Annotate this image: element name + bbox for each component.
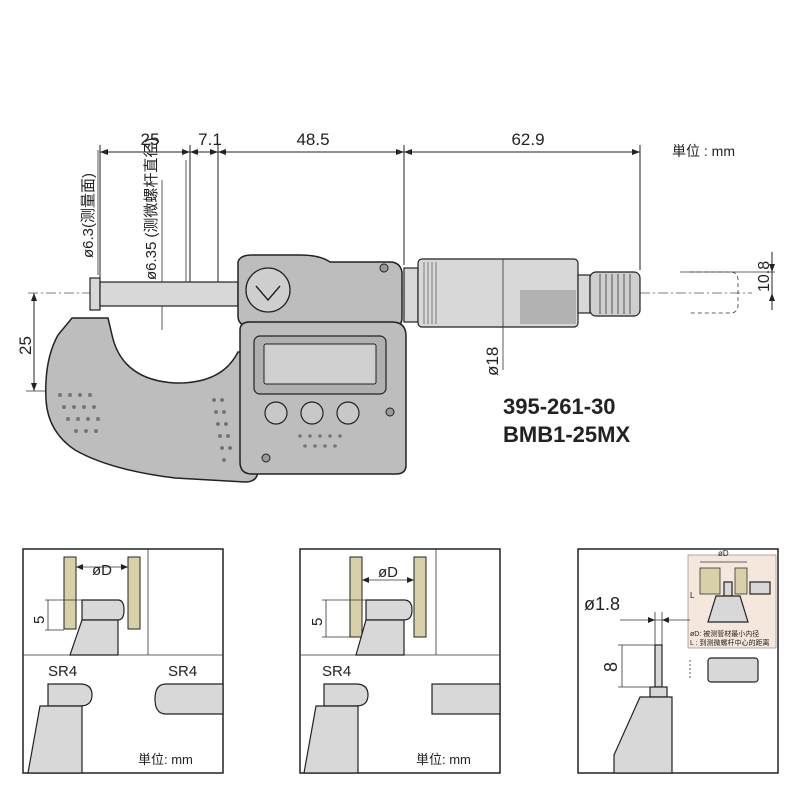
screw-icon [261,453,271,463]
spindle [99,281,239,307]
display-button [264,401,288,425]
display-button [300,401,324,425]
main-dimension-lines [99,145,641,285]
spindle-dia-value: ø6.35 [143,242,160,280]
sleeve [403,267,419,323]
p1-sr-left: SR4 [48,663,77,680]
frame-dots [58,393,232,462]
anvil-dia-note: (测量面) [80,173,97,228]
p3-inset-od: øD [718,549,729,558]
p1-sr-right: SR4 [168,663,197,680]
thimble-shade [520,290,576,324]
dim-25: 25 [141,130,160,149]
anvil [89,277,101,311]
p3-dia: ø1.8 [584,594,620,614]
anvil-dia-label: ø6.3(测量面) [80,173,97,258]
p3-inset-l: L [690,591,695,600]
p3-length: 8 [601,662,621,672]
screw-icon [385,407,395,417]
p3-note-l: L : 到测微螺杆中心的距离 [690,638,769,647]
lcd-screen [263,343,377,385]
spindle-dia-label: ø6.35 (测微螺杆直径) [143,138,160,280]
dim-48-5: 48.5 [296,130,329,149]
model-name: BMB1-25MX [503,422,630,447]
p2-unit: 単位: mm [416,752,471,767]
ratchet-knob [589,271,641,317]
panel-3 [577,548,779,774]
model-code: 395-261-30 [503,394,616,419]
panel-1 [22,548,224,774]
thimble-grip [423,262,437,324]
anvil-dia-value: ø6.3 [80,228,97,258]
height-left-label: 25 [16,336,35,355]
ratchet-knurl [599,274,631,314]
lock-knob [245,267,291,313]
p1-depth: 5 [31,616,48,624]
p2-sr-left: SR4 [322,663,351,680]
height-right-label: 10.8 [756,261,773,292]
panel-2 [299,548,501,774]
p2-od-label: øD [378,564,398,581]
p1-od-label: øD [92,562,112,579]
thimble-dia-label: ø18 [483,347,502,376]
unit-label: 単位 : mm [672,143,735,159]
ratchet [577,274,591,314]
p3-note-od: øD: 被测管材最小内径 [690,629,759,638]
right-height-dim [680,252,775,314]
dim-62-9: 62.9 [511,130,544,149]
p2-depth: 5 [309,618,326,626]
screw-icon [379,263,389,273]
display-button [336,401,360,425]
p1-unit: 単位: mm [138,752,193,767]
frame [45,317,259,483]
spindle-dia-note: (测微螺杆直径) [143,138,160,238]
display-dots [298,434,342,448]
dim-7-1: 7.1 [198,130,222,149]
